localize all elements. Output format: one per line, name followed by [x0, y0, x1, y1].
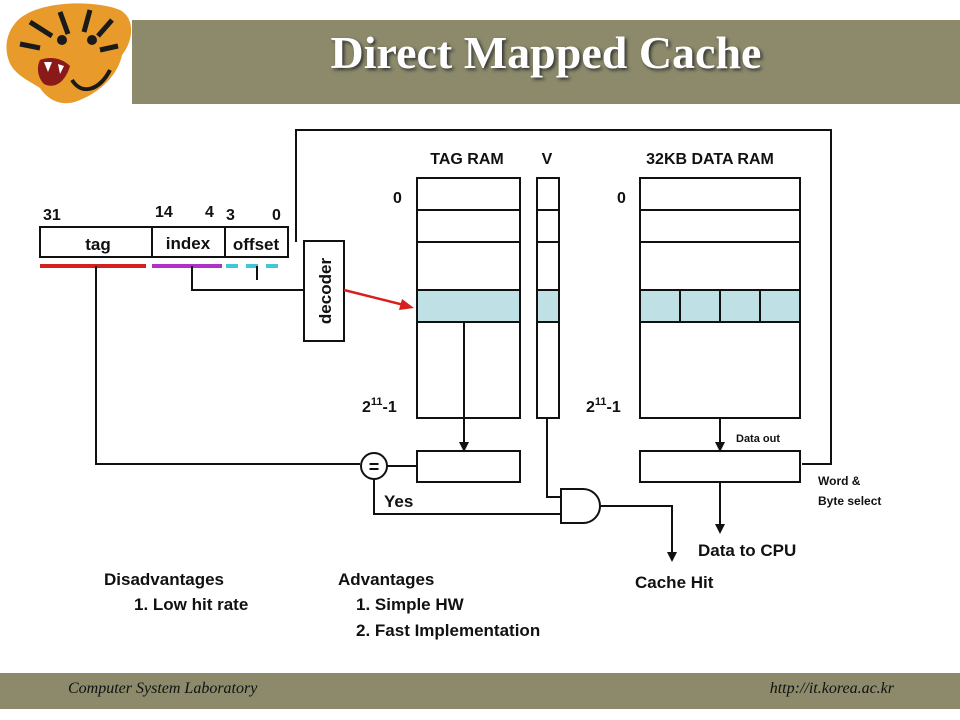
decoder-label: decoder — [316, 258, 335, 325]
tag-read-arrowhead — [459, 442, 469, 452]
hit-arrowhead — [667, 552, 677, 562]
tag-output-register — [416, 450, 521, 483]
bit-14-label: 14 — [155, 204, 173, 221]
footer-band — [0, 673, 960, 709]
comparator-symbol: = — [369, 457, 380, 477]
slide-title: Direct Mapped Cache — [330, 27, 762, 78]
bit-3-label: 3 — [226, 207, 235, 224]
tiger-logo — [6, 3, 132, 104]
data-ram: 32KB DATA RAM 0 211-1 — [586, 151, 801, 419]
hit-wire — [600, 505, 673, 556]
address-register: tag index offset 31 14 4 3 0 — [39, 204, 289, 258]
advantages-heading: Advantages — [338, 570, 434, 589]
data-read-arrowhead — [715, 442, 725, 452]
data-out-label: Data out — [736, 433, 780, 445]
word-select-wire — [295, 129, 832, 465]
valid-selected-row — [536, 289, 560, 323]
yes-label: Yes — [384, 492, 413, 511]
and-gate — [560, 488, 601, 524]
tag-ram-last-index: 211-1 — [362, 396, 397, 416]
cache-diagram: tag index offset 31 14 4 3 0 decoder TAG… — [39, 129, 881, 640]
bit-4-label: 4 — [205, 204, 214, 221]
data-cpu-arrowhead — [715, 524, 725, 534]
valid-wire — [546, 418, 561, 498]
tag-ram-first-index: 0 — [393, 190, 402, 207]
data-output-register — [639, 450, 801, 483]
footer-lab-name: Computer System Laboratory — [68, 680, 258, 697]
data-to-cpu-label: Data to CPU — [698, 541, 796, 560]
disadvantage-item: 1. Low hit rate — [134, 595, 248, 614]
advantage-item: 2. Fast Implementation — [356, 621, 540, 640]
title-band — [132, 20, 960, 104]
bit-0-label: 0 — [272, 207, 281, 224]
footer-url: http://it.korea.ac.kr — [769, 680, 894, 697]
word-select-label-2: Byte select — [818, 494, 881, 508]
word-select-label-1: Word & — [818, 474, 861, 488]
data-ram-last-index: 211-1 — [586, 396, 621, 416]
decoder-arrowhead — [399, 299, 414, 310]
valid-label: V — [542, 151, 553, 168]
offset-field-label: offset — [233, 235, 280, 254]
decoder: decoder — [303, 240, 345, 342]
data-ram-label: 32KB DATA RAM — [646, 151, 774, 168]
tag-ram-label: TAG RAM — [430, 151, 503, 168]
cache-hit-label: Cache Hit — [635, 573, 714, 592]
index-field-label: index — [166, 234, 211, 253]
tag-field-label: tag — [85, 235, 111, 254]
tag-ram: TAG RAM 0 211-1 — [362, 151, 521, 419]
data-ram-first-index: 0 — [617, 190, 626, 207]
slide-header: Direct Mapped Cache — [0, 0, 960, 105]
compare-result-wire — [373, 479, 561, 515]
bit-31-label: 31 — [43, 207, 61, 224]
tag-wire — [95, 266, 360, 465]
advantage-item: 1. Simple HW — [356, 595, 465, 614]
tag-ram-selected-row — [416, 289, 521, 323]
valid-bits: V — [536, 151, 560, 419]
index-wire — [191, 266, 304, 291]
disadvantages-heading: Disadvantages — [104, 570, 224, 589]
decoder-select-arrow — [343, 288, 405, 307]
